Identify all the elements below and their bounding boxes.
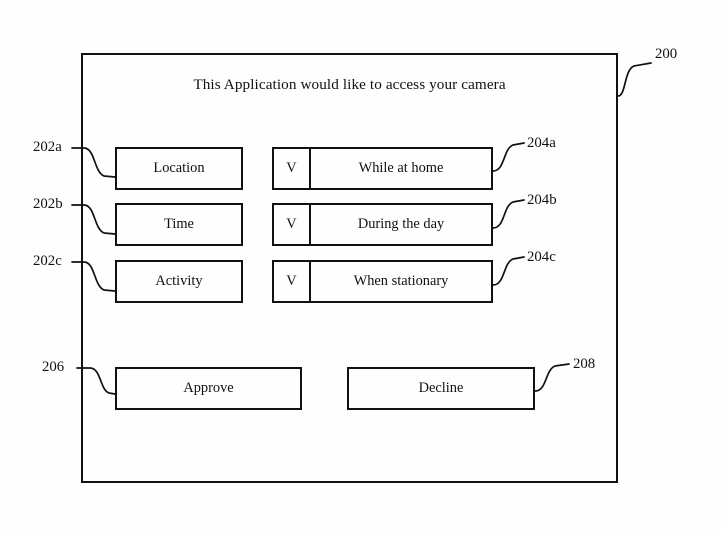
dropdown-while-at-home[interactable]: V While at home <box>272 147 493 190</box>
attribute-label: Activity <box>155 273 203 290</box>
attribute-box-time[interactable]: Time <box>115 203 243 246</box>
reference-numeral-202c: 202c <box>33 253 62 269</box>
decline-button-label: Decline <box>418 380 464 397</box>
reference-numeral-204b: 204b <box>527 192 557 208</box>
decline-button[interactable]: Decline <box>347 367 535 410</box>
dropdown-value: When stationary <box>353 273 449 290</box>
chevron-down-icon[interactable]: V <box>274 205 311 244</box>
attribute-label: Location <box>153 160 205 177</box>
dropdown-value: While at home <box>358 160 444 177</box>
chevron-down-icon[interactable]: V <box>274 149 311 188</box>
reference-numeral-202a: 202a <box>33 139 62 155</box>
permission-prompt-title: This Application would like to access yo… <box>193 76 506 93</box>
approve-button[interactable]: Approve <box>115 367 302 410</box>
reference-numeral-200: 200 <box>655 46 678 62</box>
approve-button-label: Approve <box>183 380 234 397</box>
reference-numeral-204a: 204a <box>527 135 556 151</box>
reference-numeral-208: 208 <box>573 356 596 372</box>
attribute-box-activity[interactable]: Activity <box>115 260 243 303</box>
attribute-box-location[interactable]: Location <box>115 147 243 190</box>
leader-200 <box>617 62 652 97</box>
dropdown-value: During the day <box>357 216 445 233</box>
chevron-down-icon[interactable]: V <box>274 262 311 301</box>
dropdown-when-stationary[interactable]: V When stationary <box>272 260 493 303</box>
permission-dialog-frame <box>81 53 618 483</box>
attribute-label: Time <box>164 216 194 233</box>
dropdown-during-the-day[interactable]: V During the day <box>272 203 493 246</box>
reference-numeral-202b: 202b <box>33 196 63 212</box>
reference-numeral-206: 206 <box>42 359 65 375</box>
reference-numeral-204c: 204c <box>527 249 556 265</box>
